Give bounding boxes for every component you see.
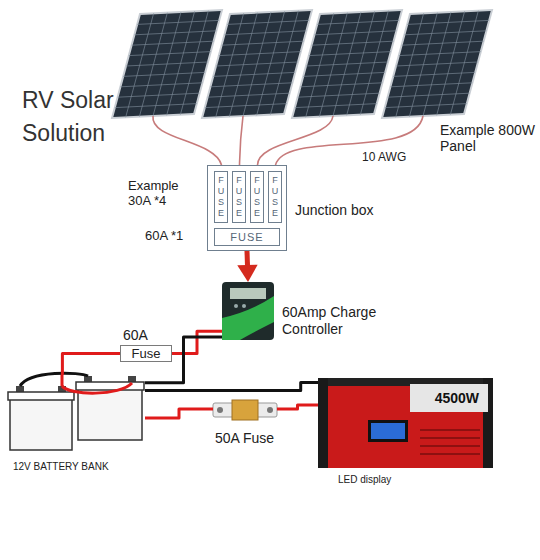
annotation-label: 60A *1: [145, 228, 183, 243]
node-label: FUSE: [235, 175, 243, 219]
wire-connector: [145, 383, 318, 391]
fuse-bolt: [217, 407, 223, 413]
node-label: FUSE: [217, 175, 225, 219]
annotation-label: LED display: [338, 474, 391, 485]
controller-screen: [230, 288, 266, 299]
node-label: 60A: [123, 327, 148, 343]
battery-lead: [61, 375, 64, 386]
fuse-holder: 50A Fuse: [213, 398, 277, 420]
fuse-box: FUSE: [214, 171, 228, 223]
battery-body: [78, 388, 142, 440]
battery-bank: 12V BATTERY BANK: [5, 375, 145, 453]
wire-line: [145, 383, 318, 391]
fuse-box: FUSE: [250, 171, 264, 223]
charge-controller: 60Amp Charge Controller: [222, 282, 274, 340]
junction-box: Junction boxFUSEFUSEFUSEFUSEFUSE: [207, 165, 287, 251]
controller-body: [222, 282, 274, 340]
node-label: 12V BATTERY BANK: [13, 461, 109, 472]
node-label: FUSE: [271, 175, 279, 219]
inverter-art: [318, 378, 493, 468]
battery-body: [10, 398, 72, 450]
node-label: FUSE: [253, 175, 261, 219]
inverter-display: [368, 420, 408, 442]
arrow-head: [237, 265, 257, 282]
inverter-display-screen: [371, 423, 405, 439]
solar-panel: [382, 10, 492, 118]
wire-line: [145, 409, 213, 418]
panel-wire: [240, 116, 244, 165]
node-label: FUSE: [230, 231, 263, 243]
battery-lid: [76, 382, 144, 390]
charge-controller-art: [222, 282, 274, 340]
annotation-label: Example 30A *4: [128, 178, 198, 208]
wire-line: [277, 405, 318, 409]
inverter-label-plate: [410, 384, 488, 412]
inverter-body: [318, 378, 493, 468]
fuse-element: [232, 400, 258, 420]
node-label: 50A Fuse: [215, 430, 274, 446]
annotation-label: Example 800W Panel: [440, 122, 535, 154]
controller-button: [242, 304, 246, 308]
fuse-box: 60AFuse: [120, 345, 172, 362]
fuse-holder-art: [213, 400, 277, 420]
node-label: 4500W: [435, 390, 479, 406]
wire-connector: [237, 251, 257, 282]
wire-connector: [62, 354, 120, 376]
node-label: Fuse: [121, 346, 171, 361]
battery-jumper: [20, 373, 88, 386]
panel-wires: [153, 116, 423, 165]
inverter-fins: [420, 430, 480, 454]
fuse-box: FUSE: [232, 171, 246, 223]
inverter-endcap: [318, 378, 328, 468]
controller-button: [234, 304, 238, 308]
wire-line: [62, 354, 120, 376]
main-fuse-box: FUSE: [214, 228, 280, 246]
panel-wire: [153, 116, 222, 165]
wire-line: [172, 331, 222, 353]
wire-connector: [145, 409, 213, 418]
annotation-label: 10 AWG: [362, 150, 406, 164]
fuse-box: FUSE: [268, 171, 282, 223]
panel-wire: [258, 116, 334, 165]
node-label: Junction box: [295, 202, 374, 218]
panel-wire: [276, 116, 424, 165]
inverter: 4500W: [318, 378, 493, 468]
battery-art: [8, 373, 144, 450]
wire-connector: [277, 405, 318, 409]
fuse-bolt: [267, 407, 273, 413]
node-label: 60Amp Charge Controller: [282, 304, 397, 338]
battery-lid: [8, 392, 74, 400]
wire-connector: [172, 331, 222, 353]
title-text: RV Solar Solution: [22, 84, 122, 150]
battery-jumper: [62, 383, 132, 393]
controller-stripe: [222, 296, 274, 340]
